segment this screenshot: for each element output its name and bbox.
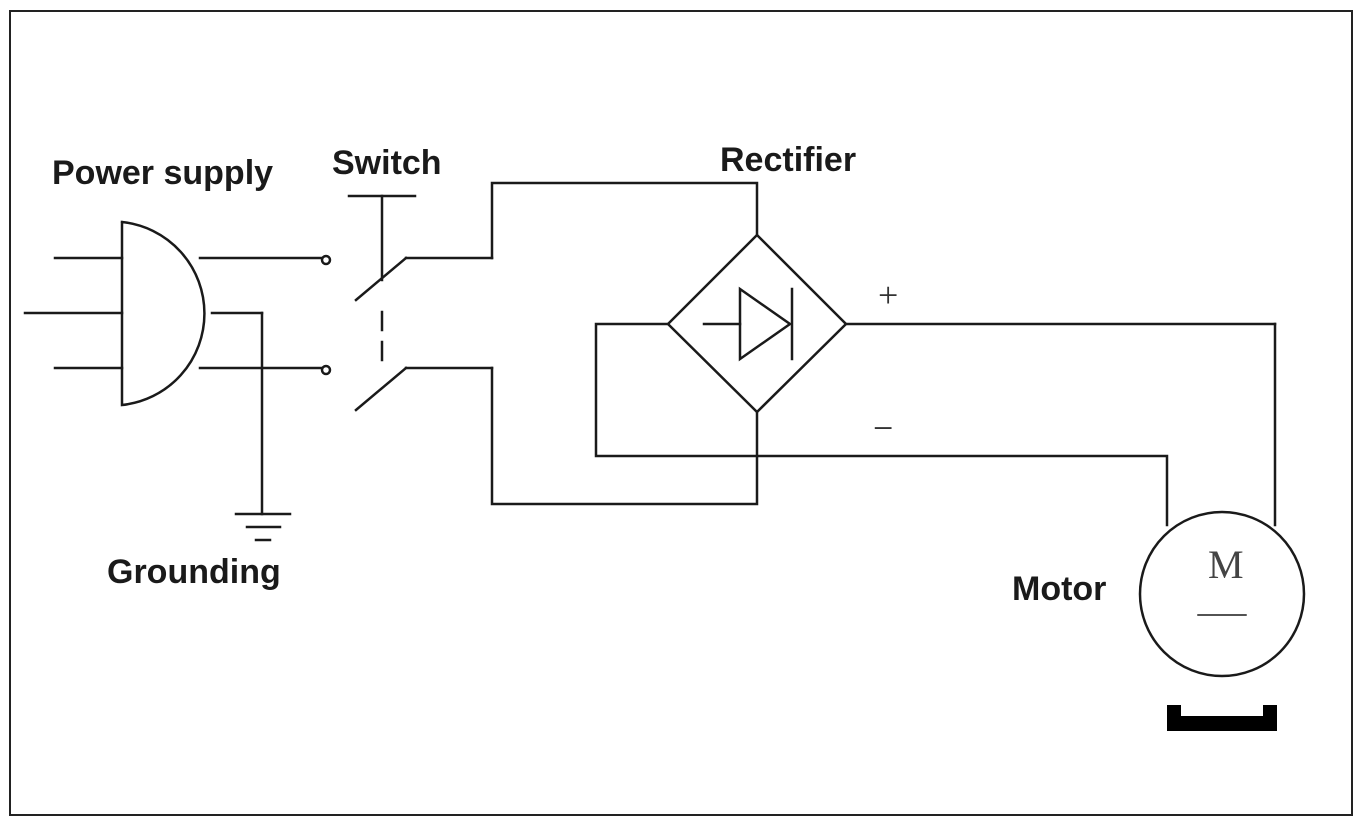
motor-symbol bbox=[1138, 510, 1306, 678]
motor-label: Motor bbox=[1012, 570, 1107, 608]
switch-label: Switch bbox=[332, 144, 442, 182]
plug-output-wires bbox=[198, 256, 324, 516]
negative-terminal-sign: − bbox=[873, 408, 894, 448]
switch-to-rectifier-wires bbox=[490, 181, 759, 506]
motor-letter: M bbox=[1208, 542, 1244, 587]
switch-symbol bbox=[320, 194, 494, 412]
rectifier-label: Rectifier bbox=[720, 141, 857, 179]
power-plug-symbol bbox=[23, 220, 206, 407]
dc-output-wires bbox=[594, 322, 1277, 527]
rectifier-bridge bbox=[666, 233, 848, 414]
grounding-label: Grounding bbox=[107, 553, 281, 591]
ground-symbol bbox=[234, 512, 292, 542]
positive-terminal-sign: + bbox=[878, 275, 899, 315]
power-supply-label: Power supply bbox=[52, 154, 274, 192]
diagram-border bbox=[9, 10, 1353, 816]
motor-base bbox=[1167, 705, 1277, 731]
